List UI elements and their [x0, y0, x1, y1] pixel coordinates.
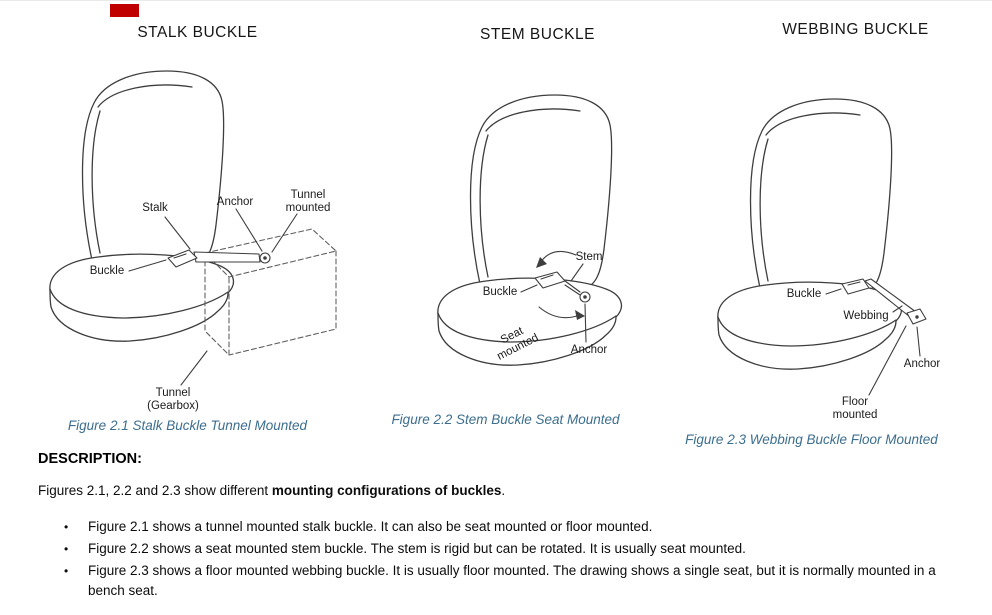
- label-buckle-3: Buckle: [786, 288, 822, 300]
- leader-buckle: [825, 288, 842, 295]
- label-floor-mounted: Floor mounted: [832, 396, 878, 421]
- leader-stalk: [164, 216, 191, 250]
- description-heading: DESCRIPTION:: [38, 451, 142, 467]
- bullet-item: • Figure 2.2 shows a seat mounted stem b…: [38, 539, 966, 559]
- label-anchor-1: Anchor: [216, 196, 254, 208]
- label-buckle-2: Buckle: [482, 286, 518, 298]
- label-stem: Stem: [575, 251, 603, 263]
- leader-stem: [570, 263, 584, 282]
- figure-title-1: STALK BUCKLE: [137, 24, 258, 41]
- tunnel-dashed-box: [204, 228, 337, 356]
- leader-anchor: [235, 208, 263, 252]
- buckle-shape: [534, 271, 566, 289]
- figure-caption-3: Figure 2.3 Webbing Buckle Floor Mounted: [685, 432, 938, 447]
- fig2-annotations: [520, 250, 591, 343]
- fig3-annotations: [825, 278, 927, 396]
- bullet-item: • Figure 2.3 shows a floor mounted webbi…: [38, 561, 966, 601]
- figure-title-2: STEM BUCKLE: [480, 26, 595, 43]
- bullet-dot: •: [64, 542, 69, 556]
- stalk-bar: [193, 251, 261, 263]
- leader-buckle: [520, 284, 538, 293]
- intro-bold-phrase: mounting configurations of buckles: [271, 483, 502, 498]
- label-anchor-3: Anchor: [903, 358, 941, 370]
- figure-caption-2: Figure 2.2 Stem Buckle Seat Mounted: [391, 412, 620, 427]
- description-section: DESCRIPTION: Figures 2.1, 2.2 and 2.3 sh…: [38, 451, 966, 603]
- label-tunnel-gearbox: Tunnel (Gearbox): [147, 387, 199, 412]
- label-buckle-1: Buckle: [89, 265, 125, 277]
- leader-anchor: [916, 326, 921, 357]
- label-tunnel-mounted: Tunnel mounted: [285, 189, 331, 214]
- label-webbing: Webbing: [843, 310, 889, 322]
- bullet-dot: •: [64, 564, 69, 578]
- leader-webbing: [892, 305, 903, 313]
- leader-anchor: [584, 303, 587, 343]
- seat-outline-3: [717, 98, 903, 370]
- leader-tunnel-gearbox: [180, 350, 208, 386]
- figure-title-3: WEBBING BUCKLE: [782, 21, 929, 38]
- leader-buckle: [128, 259, 167, 272]
- figure-caption-1: Figure 2.1 Stalk Buckle Tunnel Mounted: [67, 418, 308, 433]
- leader-tunnel-mounted: [271, 213, 298, 253]
- leader-floor-mounted: [868, 325, 907, 396]
- label-stalk: Stalk: [142, 202, 168, 214]
- label-anchor-2: Anchor: [570, 344, 608, 356]
- buckle-shape: [167, 249, 198, 268]
- buckle-shape: [841, 278, 870, 295]
- red-redaction-mark: [110, 4, 139, 17]
- description-intro: Figures 2.1, 2.2 and 2.3 show different …: [38, 483, 506, 498]
- bullet-item: • Figure 2.1 shows a tunnel mounted stal…: [38, 517, 966, 537]
- bullet-dot: •: [64, 520, 69, 534]
- fig1-annotations: [128, 208, 337, 386]
